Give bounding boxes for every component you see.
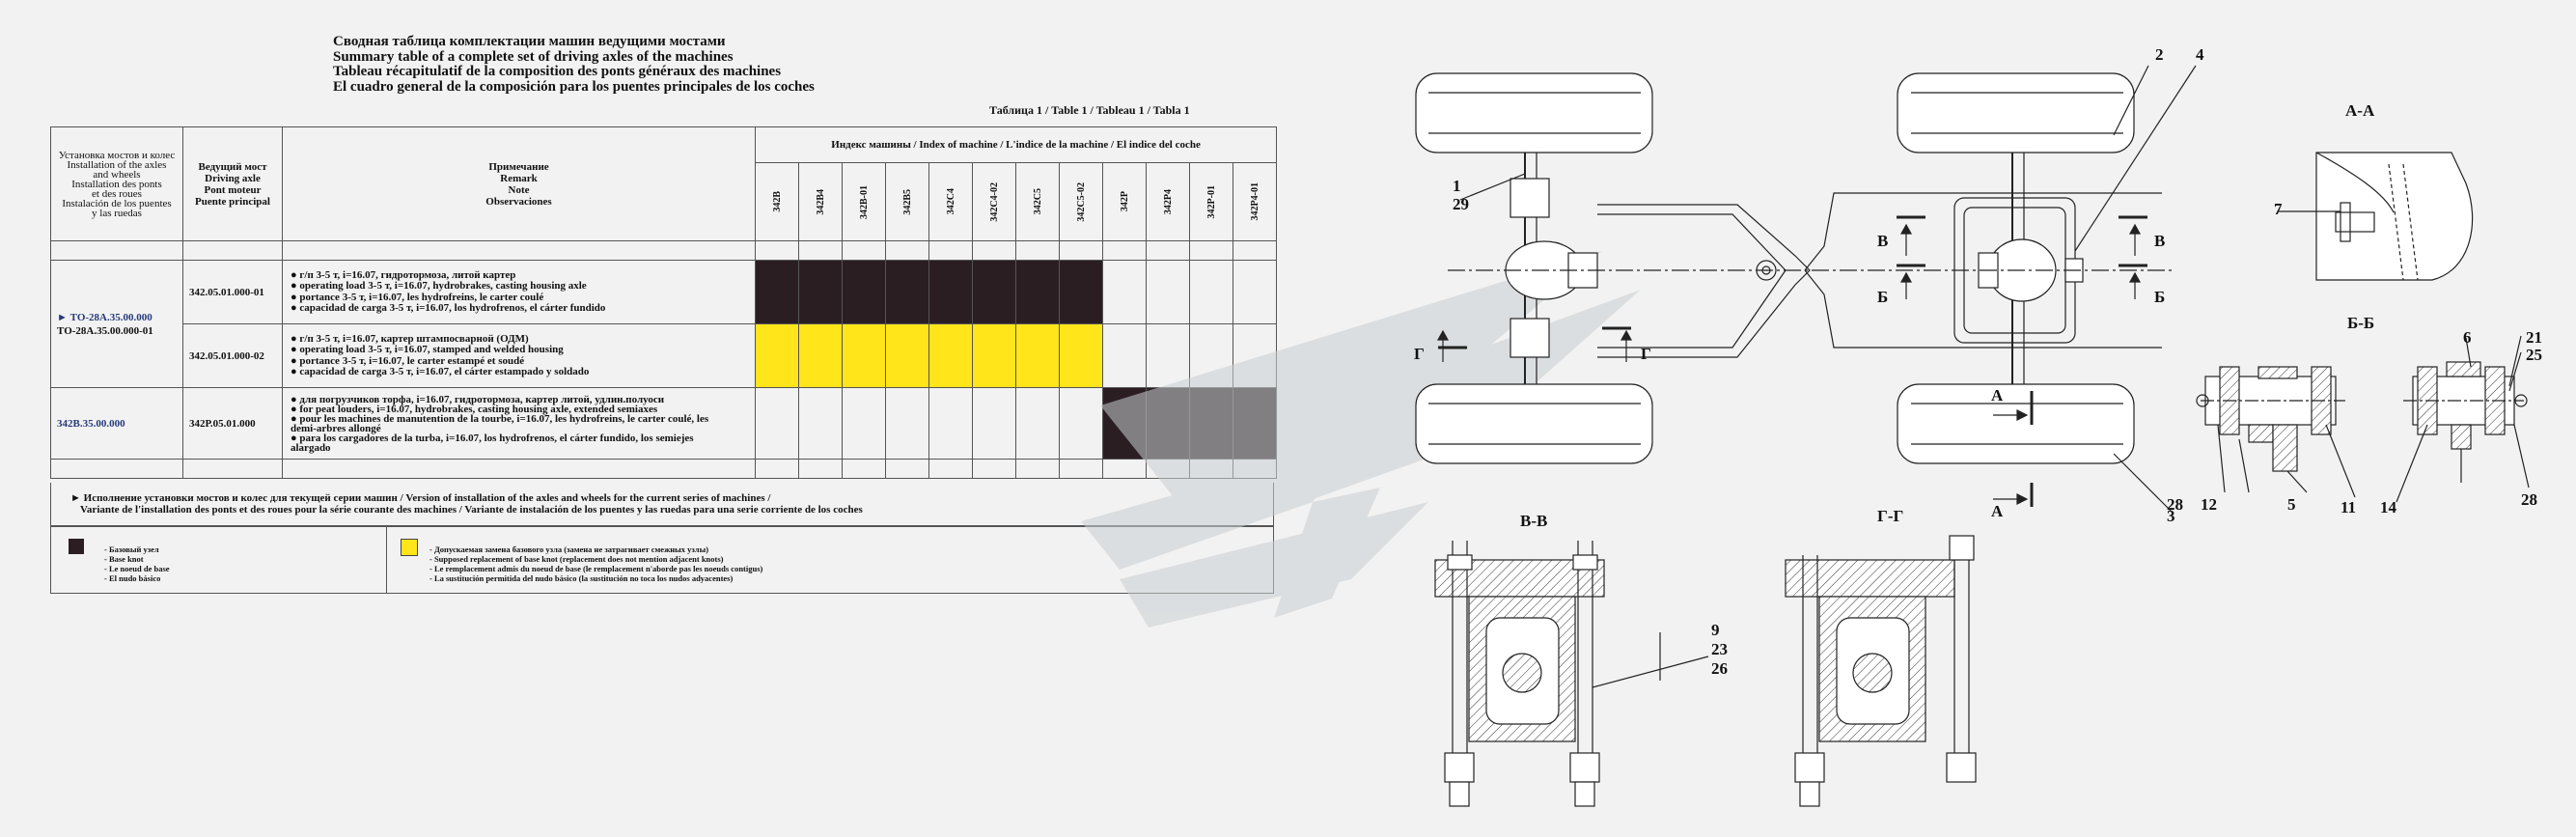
table-number: Таблица 1 / Table 1 / Tableau 1 / Tabla …	[989, 103, 1190, 117]
section-label: В	[2154, 232, 2166, 250]
part-label: 3	[2167, 507, 2175, 525]
base-mark	[885, 260, 929, 324]
part-label: 14	[2380, 498, 2396, 516]
part-label: 1	[1453, 177, 1461, 195]
part-label: 4	[2196, 45, 2204, 64]
index-col: 342P4-01	[1232, 162, 1278, 241]
part-label: 21	[2526, 328, 2542, 347]
part-label: 25	[2526, 346, 2542, 364]
part-label: 5	[2287, 495, 2296, 514]
substitute-swatch	[401, 539, 418, 556]
part-label: 6	[2463, 328, 2472, 347]
part-label: 7	[2274, 200, 2283, 218]
index-col: 342C5	[1015, 162, 1060, 241]
legend-substitute: - Допускаемая замена базового узла (заме…	[429, 544, 763, 583]
part-label: 23	[1711, 640, 1728, 658]
series-footnote: ► Исполнение установки мостов и колес дл…	[50, 483, 1274, 526]
section-label: А	[1991, 502, 2004, 520]
section-label: Г	[1641, 345, 1651, 363]
section-label: Б	[2154, 288, 2166, 306]
index-col: 342P4	[1146, 162, 1190, 241]
substitute-mark	[1015, 323, 1060, 388]
section-label: Г-Г	[1877, 507, 1904, 525]
base-mark	[755, 260, 799, 324]
installation-cell: 342В.35.00.000	[50, 387, 183, 460]
index-col: 342C4-02	[972, 162, 1016, 241]
substitute-mark	[798, 323, 843, 388]
section-label: А	[1991, 386, 2004, 405]
section-label: В	[1877, 232, 1889, 250]
section-label: Б-Б	[2347, 314, 2375, 332]
index-col: 342P-01	[1189, 162, 1233, 241]
axle-code: 342Р.05.01.000	[182, 387, 283, 460]
section-label: Г	[1414, 345, 1425, 363]
legend-base: - Базовый узел- Base knot- Le noeud de b…	[104, 544, 170, 583]
title-es: El cuadro general de la composición para…	[333, 78, 815, 95]
section-label: В-В	[1520, 512, 1548, 530]
title-ru: Сводная таблица комплектации машин ведущ…	[333, 34, 726, 49]
base-mark	[1059, 260, 1103, 324]
index-col: 342C5-02	[1059, 162, 1103, 241]
axle-code: 342.05.01.000-02	[182, 323, 283, 388]
part-label: 28	[2167, 495, 2183, 514]
base-mark	[928, 260, 973, 324]
part-label: 28	[2521, 490, 2537, 509]
base-mark	[1015, 260, 1060, 324]
title-fr: Tableau récapitulatif de la composition …	[333, 64, 782, 79]
base-swatch	[69, 539, 84, 554]
part-label: 29	[1453, 195, 1469, 213]
part-label: 2	[2155, 45, 2164, 64]
substitute-mark	[1059, 323, 1103, 388]
part-label: 12	[2201, 495, 2217, 514]
index-col: 342B5	[885, 162, 929, 241]
part-label: 26	[1711, 659, 1728, 678]
section-label: А-А	[2345, 101, 2375, 120]
table-row: 342.05.01.000-02 ● г/п 3-5 т, i=16.07, к…	[51, 323, 1278, 388]
legend: - Базовый узел- Base knot- Le noeud de b…	[50, 526, 1274, 594]
section-label: Б	[1877, 288, 1889, 306]
index-col: 342P	[1102, 162, 1147, 241]
substitute-mark	[842, 323, 886, 388]
title-en: Summary table of a complete set of drivi…	[333, 48, 734, 65]
base-mark	[798, 260, 843, 324]
part-label: 9	[1711, 621, 1720, 639]
substitute-mark	[755, 323, 799, 388]
document-titles: Сводная таблица комплектации машин ведущ…	[333, 34, 815, 95]
part-label: 11	[2341, 498, 2357, 516]
index-col: 342B	[755, 162, 799, 241]
